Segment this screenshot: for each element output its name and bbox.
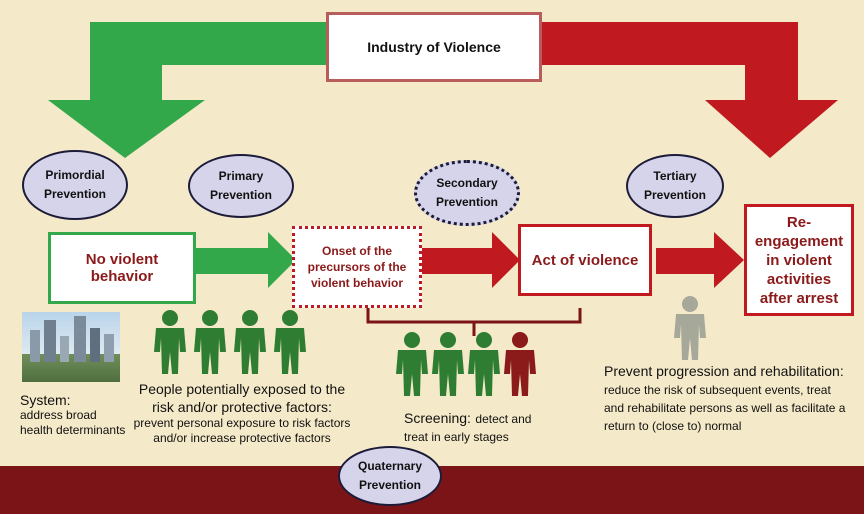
red-bent-arrow [542,22,838,158]
system-caption: System: address broad health determinant… [20,392,130,438]
person-icon [194,310,226,374]
person-icon-gray [674,296,706,360]
box-no-violent: No violent behavior [48,232,196,304]
person-icon [154,310,186,374]
person-icon [396,332,428,396]
screening-head: Screening: [404,410,471,426]
person-icon [274,310,306,374]
person-icon-group-2 [396,332,500,396]
green-right-arrow [196,232,296,288]
prevent-body: reduce the risk of subsequent events, tr… [604,383,846,433]
ellipse-primordial: Primordial Prevention [22,150,128,220]
people-caption: People potentially exposed to the risk a… [132,380,352,446]
people-head: People potentially exposed to the risk a… [138,381,346,415]
person-icon [234,310,266,374]
red-right-arrow-2 [656,232,744,288]
prevent-head: Prevent progression and rehabilitation: [604,363,844,379]
red-right-arrow-1 [422,232,520,288]
ellipse-tertiary: Tertiary Prevention [626,154,724,218]
box-onset: Onset of the precursors of the violent b… [292,226,422,308]
screening-caption: Screening: detect and treat in early sta… [404,410,544,446]
green-bent-arrow [48,22,326,158]
person-icon-red [504,332,536,396]
ellipse-secondary: Secondary Prevention [414,160,520,226]
people-body: prevent personal exposure to risk factor… [133,416,351,445]
box-reengagement: Re-engagement in violent activities afte… [744,204,854,316]
bracket [366,308,582,336]
person-icon [432,332,464,396]
prevent-caption: Prevent progression and rehabilitation: … [604,362,848,435]
ellipse-quaternary: Quaternary Prevention [338,446,442,506]
person-icon-group-1 [154,310,306,374]
title-box: Industry of Violence [326,12,542,82]
box-act: Act of violence [518,224,652,296]
system-body: address broad health determinants [20,408,126,437]
screening-body: detect and treat in early stages [404,412,532,444]
person-icon [468,332,500,396]
system-head: System: [20,392,71,408]
city-photo [22,312,120,382]
ellipse-primary: Primary Prevention [188,154,294,218]
